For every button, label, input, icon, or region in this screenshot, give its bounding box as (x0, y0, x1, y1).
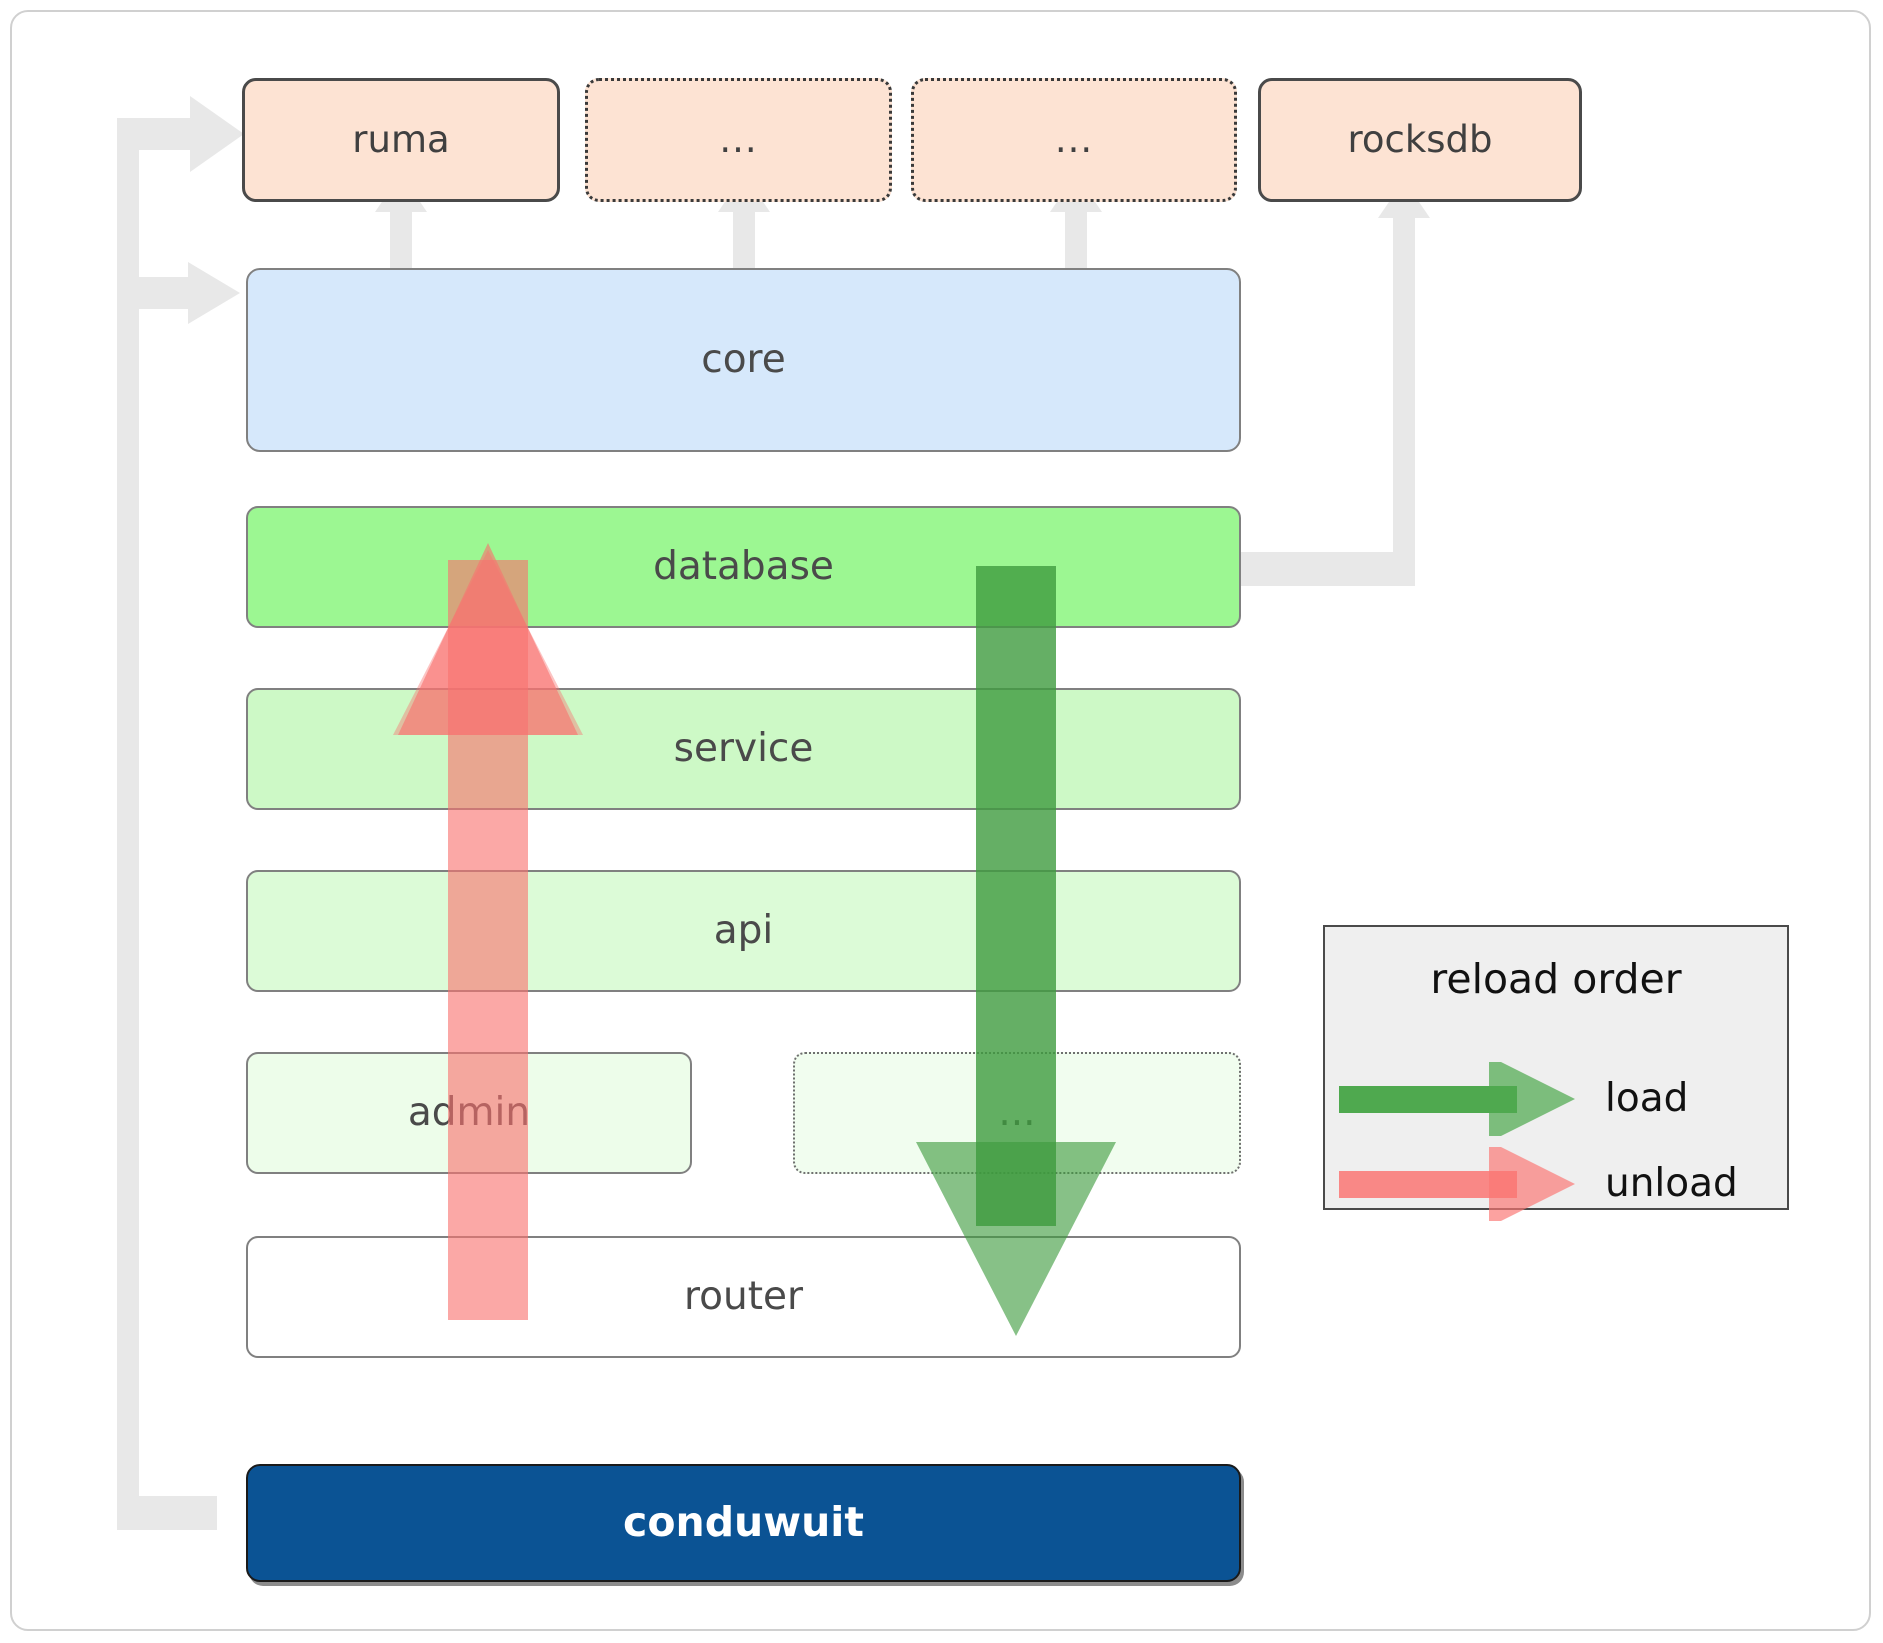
legend-unload-arrow-icon (1339, 1147, 1575, 1221)
legend-title: reload order (1430, 955, 1682, 1003)
legend-load-label: load (1605, 1076, 1689, 1121)
layer-label-admin: admin (407, 1089, 531, 1135)
legend-load-arrow-icon (1339, 1062, 1575, 1136)
layer-box-service[interactable]: service (246, 688, 1241, 810)
core-box[interactable]: core (246, 268, 1241, 452)
layer-label-api: api (713, 907, 774, 953)
legend-item-unload: unload (1325, 1147, 1787, 1221)
app-box-conduwuit[interactable]: conduwuit (246, 1464, 1241, 1582)
dep-label-a: ... (719, 117, 758, 161)
legend-unload-label: unload (1605, 1161, 1738, 1206)
layer-box-api[interactable]: api (246, 870, 1241, 992)
layer-box-database[interactable]: database (246, 506, 1241, 628)
layer-label-service: service (673, 725, 814, 771)
legend-box: reload order load unload (1323, 925, 1789, 1221)
core-label: core (701, 336, 786, 382)
diagram-panel (10, 10, 1871, 1631)
layer-label-more: ... (998, 1089, 1036, 1135)
dep-box-rocksdb[interactable]: rocksdb (1258, 78, 1582, 202)
layer-box-router[interactable]: router (246, 1236, 1241, 1358)
dep-box-a[interactable]: ... (585, 78, 892, 202)
layer-label-router: router (683, 1273, 804, 1319)
layer-box-admin[interactable]: admin (246, 1052, 692, 1174)
dep-box-b[interactable]: ... (911, 78, 1237, 202)
legend-item-load: load (1325, 1062, 1787, 1136)
layer-label-database: database (653, 543, 834, 589)
dep-label-rocksdb: rocksdb (1347, 117, 1493, 161)
app-label-conduwuit: conduwuit (623, 1498, 864, 1547)
dep-label-b: ... (1054, 117, 1094, 161)
dep-box-ruma[interactable]: ruma (242, 78, 560, 202)
dep-label-ruma: ruma (352, 117, 450, 161)
layer-box-more[interactable]: ... (793, 1052, 1241, 1174)
